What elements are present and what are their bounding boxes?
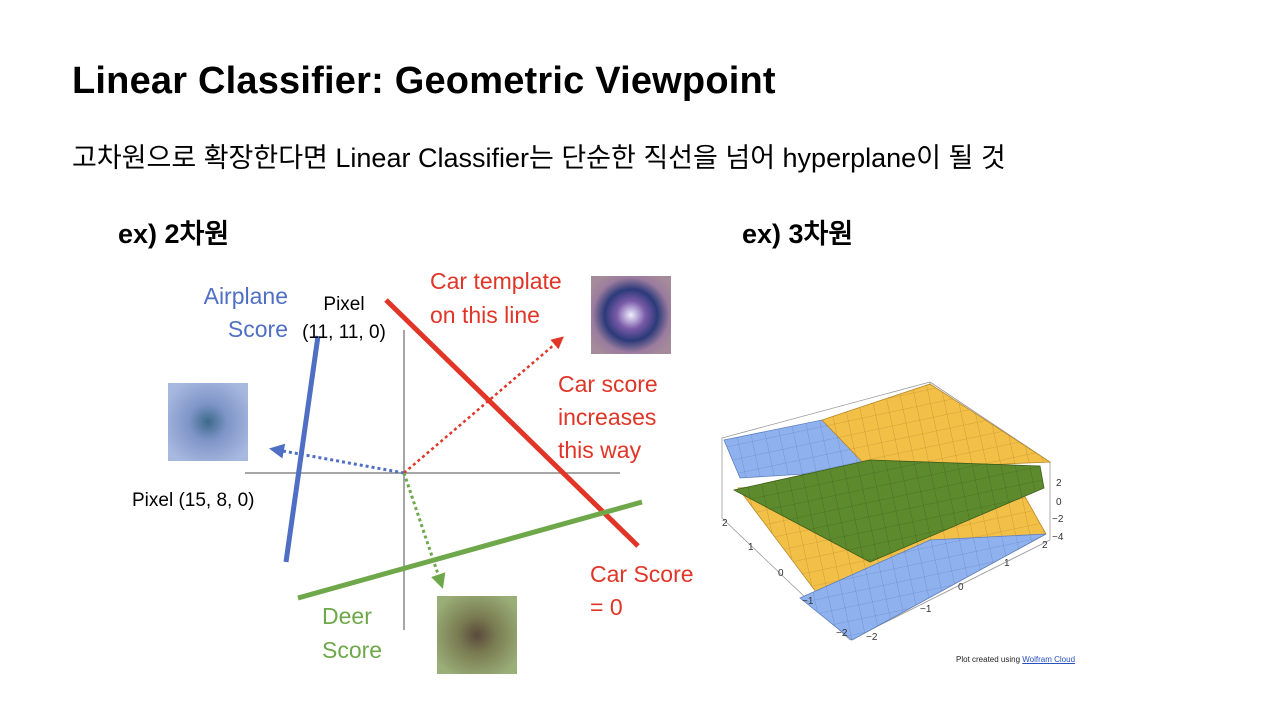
tick-bottom-2: 1 — [1004, 558, 1010, 569]
deer-template-image — [437, 596, 517, 674]
tick-left-front-3: −1 — [802, 596, 814, 607]
car-template-label-line1: Car template — [430, 268, 562, 294]
car-boundary-line — [384, 298, 640, 548]
airplane-template-image — [168, 383, 248, 461]
page-subtitle: 고차원으로 확장한다면 Linear Classifier는 단순한 직선을 넘… — [72, 143, 1006, 173]
blue-plane-lower — [799, 533, 1047, 641]
pixel-x-label: Pixel (15, 8, 0) — [132, 490, 255, 511]
green-plane — [732, 459, 1045, 563]
car-score-increase-line3: this way — [558, 437, 642, 463]
wolfram-cloud-link[interactable]: Wolfram Cloud — [1022, 655, 1076, 664]
plot-credit-prefix: Plot created using — [956, 655, 1023, 664]
tick-bottom-4: −1 — [920, 604, 932, 615]
tick-bottom-1: 2 — [1042, 540, 1048, 551]
airplane-score-label-line1: Airplane — [204, 283, 288, 309]
car-score-zero-line1: Car Score — [590, 561, 694, 587]
orange-plane-upper — [821, 383, 1052, 471]
tick-left-back: 2 — [722, 518, 728, 529]
deer-direction-arrow — [402, 472, 446, 589]
pixel-y-label-line2: (11, 11, 0) — [302, 322, 386, 343]
airplane-score-label-line2: Score — [228, 316, 288, 342]
tick-bottom-3: 0 — [958, 582, 964, 593]
example-2d-heading: ex) 2차원 — [118, 219, 230, 249]
tick-right-2: 0 — [1056, 497, 1062, 508]
car-score-increase-line1: Car score — [558, 371, 658, 397]
car-template-image — [591, 276, 671, 354]
tick-bottom-5: −2 — [866, 632, 878, 643]
airplane-boundary-line — [283, 335, 321, 563]
page-title: Linear Classifier: Geometric Viewpoint — [72, 60, 776, 102]
pixel-y-label-line1: Pixel — [323, 294, 364, 315]
airplane-direction-arrow — [269, 443, 405, 475]
example-3d-heading: ex) 3차원 — [742, 219, 854, 249]
deer-boundary-line — [297, 499, 643, 601]
plot-credit: Plot created using Wolfram Cloud — [956, 655, 1075, 664]
tick-right-1: 2 — [1056, 478, 1062, 489]
deer-score-label-line1: Deer — [322, 603, 372, 629]
tick-left-front-2: 0 — [778, 568, 784, 579]
tick-right-4: −4 — [1052, 532, 1064, 543]
deer-score-label-line2: Score — [322, 637, 382, 663]
tick-left-front-1: 1 — [748, 542, 754, 553]
car-direction-arrow — [403, 336, 564, 474]
car-template-label-line2: on this line — [430, 302, 540, 328]
car-score-zero-line2: = 0 — [590, 594, 623, 620]
tick-left-front-4: −2 — [836, 628, 848, 639]
car-score-increase-line2: increases — [558, 404, 656, 430]
tick-right-3: −2 — [1052, 514, 1064, 525]
